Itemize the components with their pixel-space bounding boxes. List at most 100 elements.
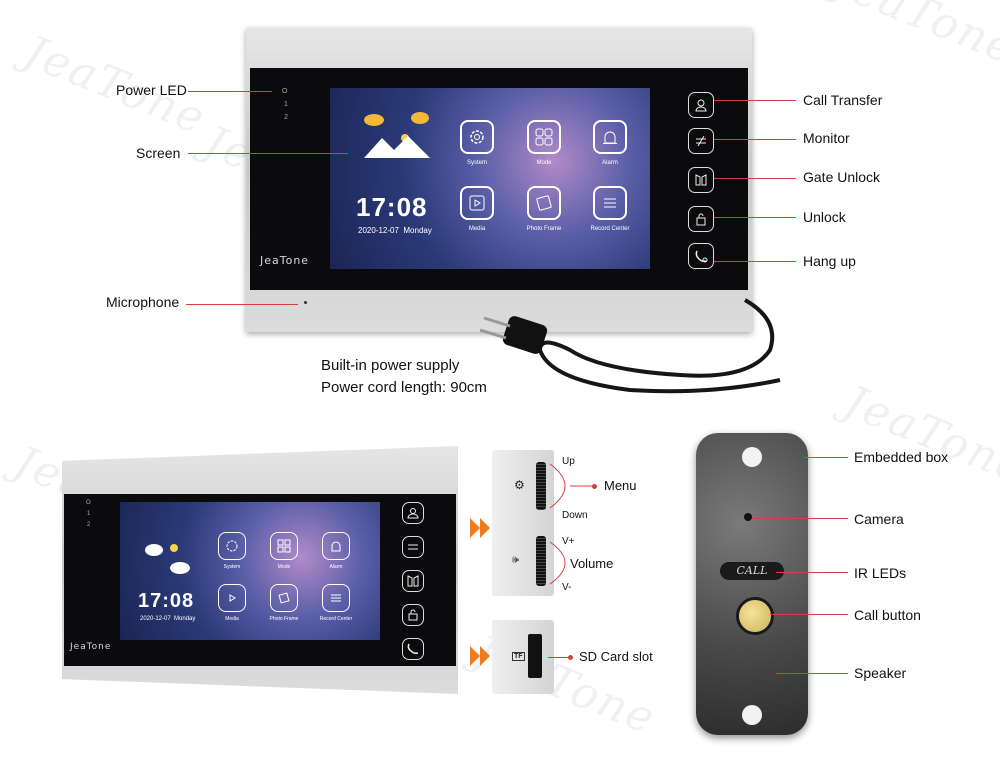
gate-icon	[407, 575, 419, 587]
grid-icon	[277, 539, 291, 553]
cloud-icon	[411, 112, 429, 124]
unlock-button[interactable]	[402, 604, 424, 626]
led-mark-1: 1	[87, 511, 91, 517]
gate-icon	[695, 174, 707, 186]
pointer-line	[548, 657, 570, 658]
app-media[interactable]	[218, 584, 246, 612]
alarm-icon	[603, 131, 617, 144]
menu-wheel[interactable]	[536, 462, 546, 510]
cloud-icon	[364, 114, 384, 126]
monitor-button[interactable]	[688, 128, 714, 154]
label-power-led: Power LED	[116, 82, 187, 98]
media-icon	[469, 195, 485, 211]
volume-bracket	[549, 541, 566, 585]
gate-unlock-button[interactable]	[688, 167, 714, 193]
app-mode[interactable]	[527, 120, 561, 154]
date-text: 2020-12-07	[358, 226, 399, 235]
watermark-text: JeaTone	[837, 376, 1000, 495]
pointer-line	[714, 261, 796, 262]
pointer-line	[770, 614, 848, 615]
label-v-minus: V-	[562, 582, 572, 593]
weather-icon	[364, 112, 430, 158]
mounting-hole	[742, 705, 762, 725]
speaker-icon: 🕪	[512, 554, 519, 566]
call-transfer-button[interactable]	[402, 502, 424, 524]
power-led: O	[86, 500, 91, 506]
clock-time: 17:08	[356, 192, 428, 222]
app-mode[interactable]	[270, 532, 298, 560]
hang-up-button[interactable]	[402, 638, 424, 660]
power-supply-note: Built-in power supply	[321, 357, 460, 374]
unlock-button[interactable]	[688, 206, 714, 232]
arrow-right-icon	[470, 646, 490, 666]
power-led: O	[282, 88, 288, 95]
led-mark-2: 2	[284, 114, 288, 121]
label-call-transfer: Call Transfer	[803, 92, 883, 108]
label-down: Down	[562, 510, 588, 521]
cloud-icon	[145, 544, 163, 556]
app-system[interactable]	[218, 532, 246, 560]
indoor-monitor-angled: O 1 2 JeaTone 17:08 2020-12-07 Monday Sy…	[62, 446, 458, 694]
call-transfer-button[interactable]	[688, 92, 714, 118]
cloud-icon	[170, 562, 190, 574]
camera-lens	[744, 513, 752, 521]
microphone-hole	[304, 301, 307, 304]
call-button[interactable]	[736, 597, 774, 635]
app-label-system: System	[466, 160, 488, 166]
watermark-text: JeaTone	[827, 0, 1000, 75]
app-system[interactable]	[460, 120, 494, 154]
app-label-photo-frame: Photo Frame	[526, 226, 562, 232]
app-record-center[interactable]	[593, 186, 627, 220]
clock-date: 2020-12-07 Monday	[140, 616, 195, 622]
microphone-hole	[102, 682, 105, 685]
app-label-media: Media	[468, 226, 486, 232]
pointer-line	[752, 518, 848, 519]
pointer-line	[776, 673, 848, 674]
brand-logo: JeaTone	[70, 642, 112, 652]
label-v-plus: V+	[562, 536, 575, 547]
pointer-dot	[568, 655, 573, 660]
app-media[interactable]	[460, 186, 494, 220]
label-volume: Volume	[570, 556, 614, 571]
media-icon	[229, 594, 236, 602]
power-cord	[480, 298, 781, 394]
arrows-icon	[408, 544, 418, 550]
pointer-dot	[592, 484, 597, 489]
gear-icon	[226, 540, 238, 552]
app-photo-frame[interactable]	[270, 584, 298, 612]
app-label-mode: Mode	[277, 564, 291, 570]
gate-unlock-button[interactable]	[402, 570, 424, 592]
sd-slot-detail: TF	[492, 620, 554, 694]
clock-time: 17:08	[138, 590, 195, 612]
mountain-icon	[364, 136, 430, 158]
list-icon	[331, 594, 341, 602]
app-alarm[interactable]	[593, 120, 627, 154]
pointer-line	[714, 217, 796, 218]
weekday-text: Monday	[403, 226, 432, 235]
label-gate-unlock: Gate Unlock	[803, 169, 881, 185]
brand-logo: JeaTone	[260, 254, 310, 267]
monitor-button[interactable]	[402, 536, 424, 558]
volume-wheel[interactable]	[536, 536, 546, 586]
list-icon	[604, 198, 616, 208]
label-unlock: Unlock	[803, 209, 846, 225]
date-text: 2020-12-07	[140, 616, 171, 622]
app-photo-frame[interactable]	[527, 186, 561, 220]
monitor-screen: 17:08 2020-12-07 Monday System Mode Alar…	[330, 88, 650, 269]
sd-card-slot[interactable]	[528, 634, 542, 678]
label-hang-up: Hang up	[803, 253, 856, 269]
app-label-alarm: Alarm	[329, 564, 343, 570]
lock-icon	[408, 609, 418, 621]
led-mark-2: 2	[87, 522, 91, 528]
photo-icon	[278, 592, 290, 604]
weekday-text: Monday	[174, 616, 196, 622]
app-alarm[interactable]	[322, 532, 350, 560]
pointer-line	[188, 153, 348, 154]
label-monitor: Monitor	[803, 130, 850, 146]
call-plate: CALL	[720, 562, 784, 580]
label-sd-card-slot: SD Card slot	[579, 649, 653, 664]
hang-up-button[interactable]	[688, 243, 714, 269]
app-record-center[interactable]	[322, 584, 350, 612]
led-mark-1: 1	[284, 101, 288, 108]
pointer-line	[714, 178, 796, 179]
